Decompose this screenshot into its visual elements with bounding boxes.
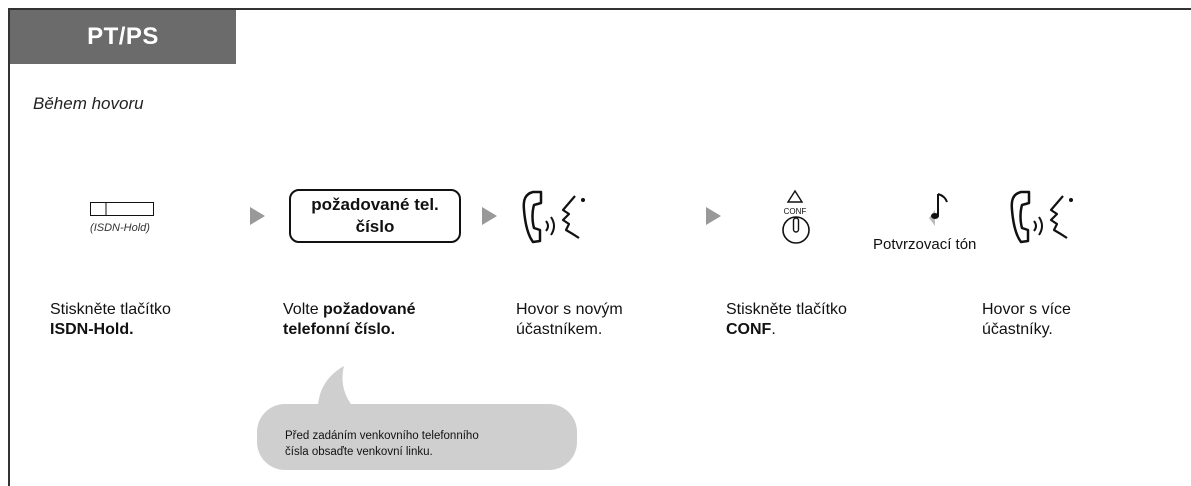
step4-line1: Stiskněte tlačítko [726,301,847,318]
isdn-hold-caption: (ISDN-Hold) [90,222,150,234]
dial-number-line2: číslo [355,217,395,236]
arrow-right-icon [250,207,265,225]
arrow-right-icon [706,207,721,225]
step5-line1: Hovor s více [982,301,1071,318]
step1-bold: ISDN-Hold. [50,321,134,338]
dial-number-key: požadované tel. číslo [289,189,461,243]
note-line1: Před zadáním venkovního telefonního [285,430,479,442]
note-bubble [257,404,577,470]
note-bubble-tail [318,366,354,408]
step1-description: Stiskněte tlačítko ISDN-Hold. [50,300,171,340]
step5-line2: účastníky. [982,321,1053,338]
step1-line1: Stiskněte tlačítko [50,301,171,318]
step4-after: . [771,321,776,338]
handset-talking-icon [522,190,585,244]
context-label: Během hovoru [33,94,144,113]
conf-button-icon [782,216,810,244]
arrow-right-icon [482,207,497,225]
confirmation-tone-icon [929,193,948,226]
note-line2: čísla obsaďte venkovní linku. [285,446,433,458]
device-tab-label: PT/PS [87,23,159,50]
step2-bold2: telefonní číslo. [283,321,396,338]
step5-description: Hovor s více účastníky. [982,300,1071,340]
step4-bold: CONF [726,321,772,338]
step3-description: Hovor s novým účastníkem. [516,300,623,340]
step2-bold1: požadované [323,301,416,318]
step3-line2: účastníkem. [516,321,603,338]
confirmation-tone-label: Potvrzovací tón [873,236,977,253]
isdn-hold-button-icon [90,202,154,216]
step4-description: Stiskněte tlačítko CONF. [726,300,847,340]
handset-talking-icon [1010,190,1073,244]
device-tab: PT/PS [10,10,236,64]
note-text: Před zadáním venkovního telefonního čísl… [285,428,585,460]
dial-number-line1: požadované tel. [311,195,439,214]
conf-indicator-icon [787,190,803,203]
conf-caption: CONF [783,207,807,216]
step2-plain: Volte [283,301,324,318]
frame-left-border [8,8,10,486]
frame-top-border [8,8,1191,10]
step3-line1: Hovor s novým [516,301,623,318]
step2-description: Volte požadované telefonní číslo. [283,300,416,340]
